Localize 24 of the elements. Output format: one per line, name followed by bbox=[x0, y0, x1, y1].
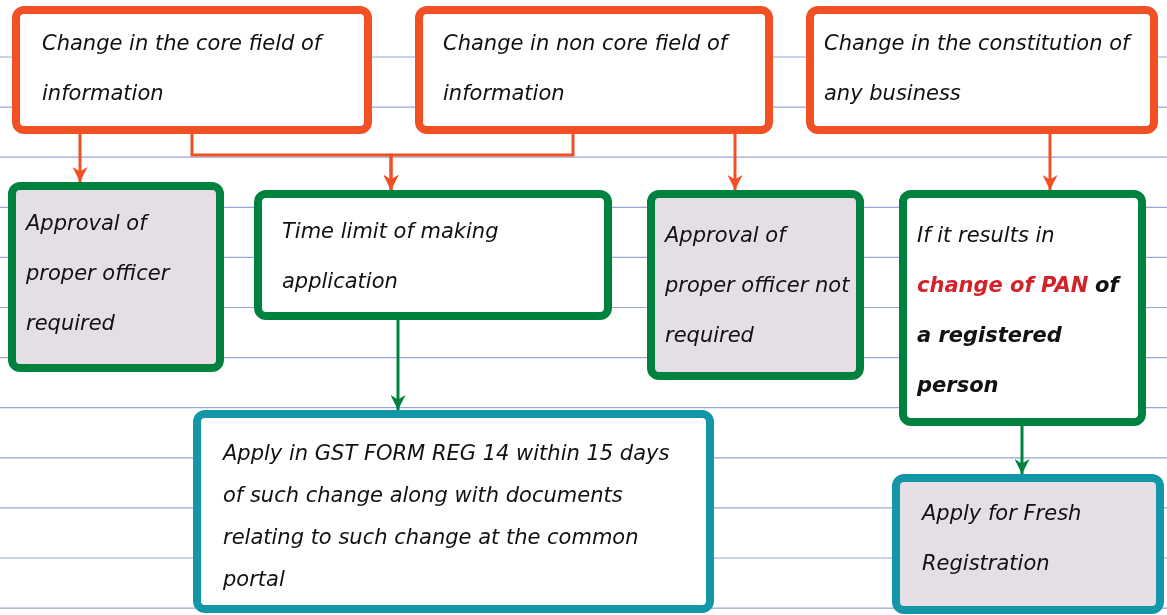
text-box bbox=[647, 190, 864, 380]
text-box bbox=[415, 6, 773, 134]
text-box bbox=[8, 182, 224, 372]
arrow bbox=[1014, 426, 1030, 474]
box-text: Change in non core field of information bbox=[443, 30, 731, 107]
box-text: Approval of proper officer not required bbox=[665, 222, 851, 349]
box-text: Apply for Fresh Registration bbox=[922, 500, 1083, 577]
arrow bbox=[383, 134, 575, 190]
box-text: Apply in GST FORM REG 14 within 15 days of such change along with documents relating to such change at the common portal bbox=[223, 440, 671, 593]
arrow bbox=[727, 134, 743, 190]
text-box bbox=[806, 6, 1158, 134]
arrow bbox=[72, 134, 88, 182]
text-box bbox=[899, 190, 1146, 426]
box-text: Approval of proper officer required bbox=[26, 210, 172, 337]
text-box bbox=[254, 190, 612, 320]
arrow bbox=[390, 320, 406, 410]
text-box bbox=[193, 410, 714, 613]
box-text: Change in the constitution of any business bbox=[824, 30, 1133, 107]
box-text: Time limit of making application bbox=[282, 218, 500, 295]
text-box bbox=[12, 6, 372, 134]
text-box bbox=[892, 474, 1164, 614]
box-text: Change in the core field of information bbox=[42, 30, 324, 107]
box-text: If it results in change of PAN of a registered person bbox=[917, 222, 1122, 399]
arrow bbox=[1042, 134, 1058, 190]
